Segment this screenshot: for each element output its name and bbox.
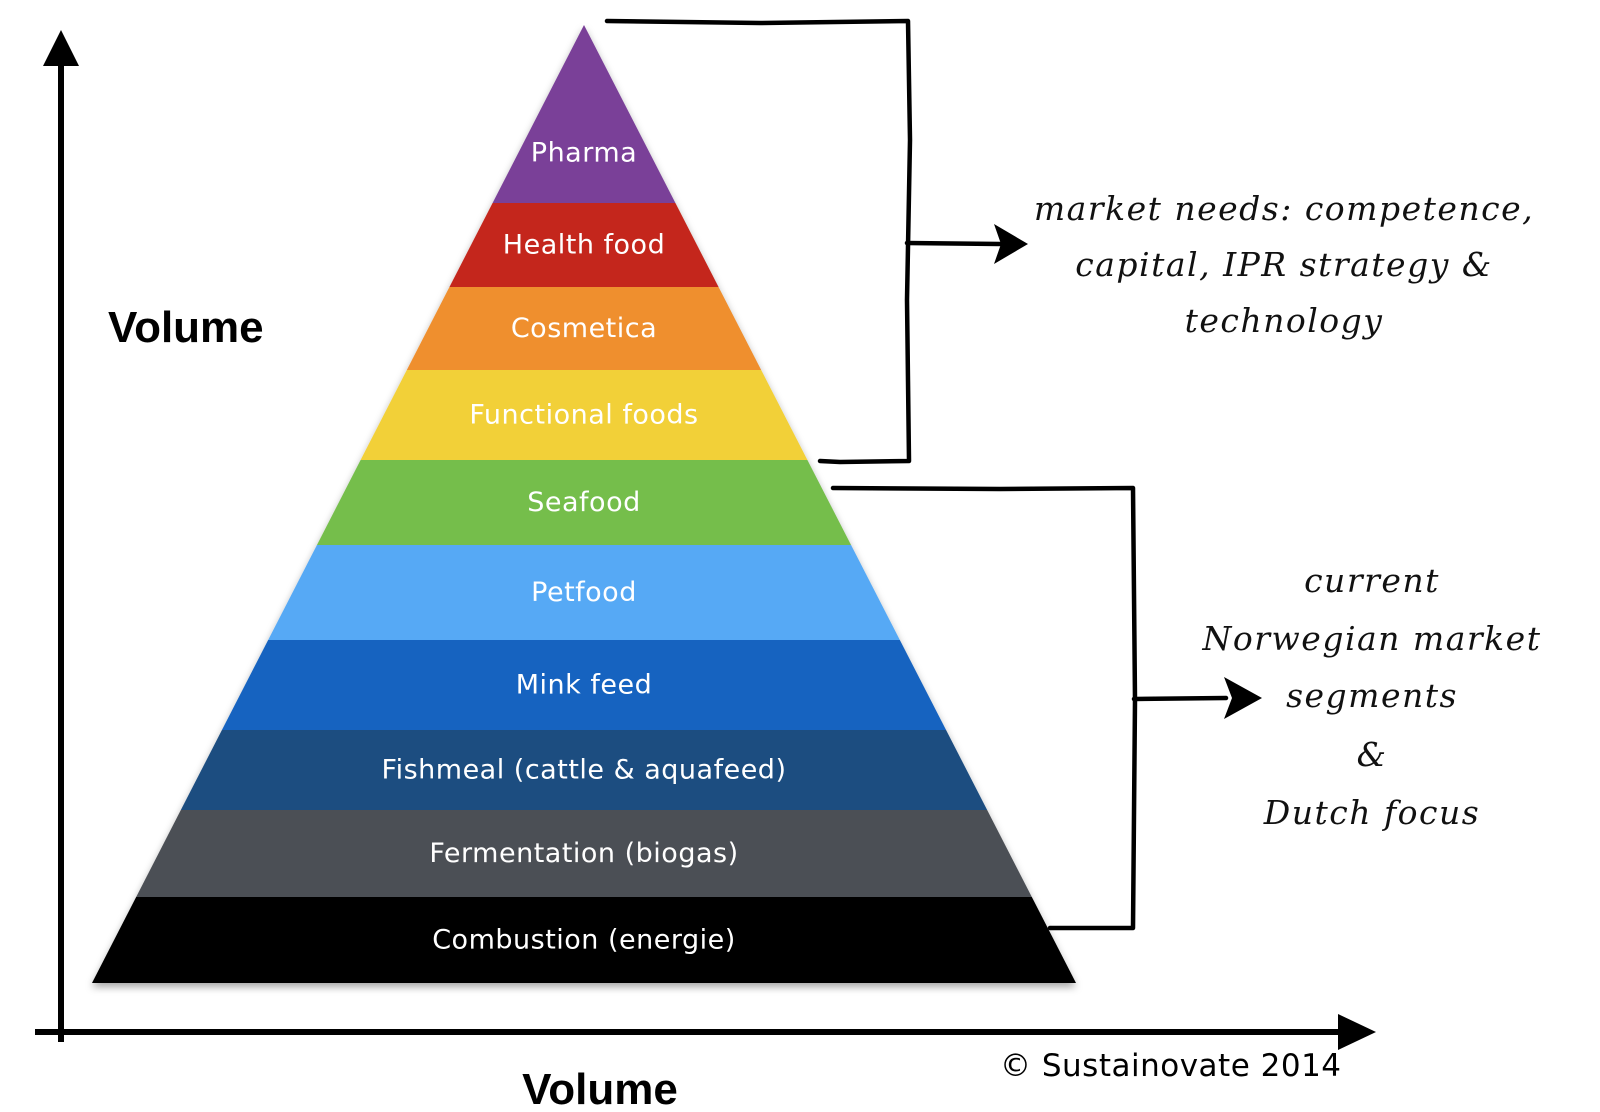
copyright: © Sustainovate 2014 — [1000, 1048, 1342, 1084]
layer-shape — [221, 640, 947, 730]
pyramid-layer-functional-foods: Functional foods — [360, 370, 808, 460]
layer-label: Pharma — [531, 138, 637, 169]
x-axis-label: Volume — [522, 1065, 678, 1112]
x-axis-arrowhead — [1338, 1014, 1376, 1050]
layer-label: Seafood — [527, 487, 640, 518]
lower-note-line: Norwegian market — [1202, 619, 1542, 658]
upper-bracket — [604, 18, 1003, 465]
layer-label: Mink feed — [516, 670, 653, 701]
pyramid-layer-pharma: Pharma — [492, 25, 676, 203]
upper-note-line: capital, IPR strategy & — [1075, 245, 1492, 284]
lower-note-line: current — [1304, 561, 1440, 600]
layer-shape — [492, 25, 676, 203]
lower-bracket — [830, 485, 1229, 931]
layer-label: Health food — [503, 230, 665, 261]
layer-shape — [316, 460, 852, 545]
upper-note: market needs: competence, capital, IPR s… — [1034, 189, 1534, 340]
layer-shape — [268, 545, 900, 640]
layer-shape — [406, 287, 762, 370]
lower-note-line: Dutch focus — [1263, 793, 1480, 832]
lower-note: current Norwegian market segments & Dutc… — [1202, 561, 1542, 832]
upper-note-line: market needs: competence, — [1034, 189, 1534, 228]
y-axis-label: Volume — [108, 303, 264, 352]
layer-shape — [136, 810, 1032, 897]
pyramid-layer-fermentation: Fermentation (biogas) — [136, 810, 1032, 897]
layer-shape — [180, 730, 988, 810]
pyramid-layer-combustion: Combustion (energie) — [92, 897, 1076, 983]
y-axis-arrowhead — [43, 30, 79, 66]
layer-shape — [360, 370, 808, 460]
lower-note-line: segments — [1286, 676, 1458, 715]
lower-arrowhead-icon — [1224, 677, 1262, 719]
layer-label: Petfood — [531, 577, 637, 608]
lower-bracket-stem — [1131, 695, 1229, 702]
layer-label: Functional foods — [469, 400, 698, 431]
pyramid-layer-cosmetica: Cosmetica — [406, 287, 762, 370]
pyramid: Pharma Health food Cosmetica Functional … — [92, 25, 1076, 983]
layer-shape — [92, 897, 1076, 983]
upper-bracket-line — [604, 18, 913, 465]
layer-label: Fermentation (biogas) — [429, 838, 738, 869]
layer-shape — [449, 203, 719, 287]
upper-note-line: technology — [1185, 301, 1384, 340]
axes: Volume Volume — [35, 30, 1376, 1112]
pyramid-layer-seafood: Seafood — [316, 460, 852, 545]
lower-bracket-line — [830, 485, 1138, 931]
layer-label: Combustion (energie) — [432, 925, 736, 956]
layer-label: Cosmetica — [511, 313, 657, 344]
pyramid-layer-fishmeal: Fishmeal (cattle & aquafeed) — [180, 730, 988, 810]
upper-bracket-stem — [904, 240, 1003, 247]
upper-arrowhead-icon — [994, 224, 1028, 264]
pyramid-layer-health-food: Health food — [449, 203, 719, 287]
layer-label: Fishmeal (cattle & aquafeed) — [382, 755, 787, 786]
pyramid-layer-mink-feed: Mink feed — [221, 640, 947, 730]
pyramid-layer-petfood: Petfood — [268, 545, 900, 640]
lower-note-line: & — [1357, 735, 1388, 774]
